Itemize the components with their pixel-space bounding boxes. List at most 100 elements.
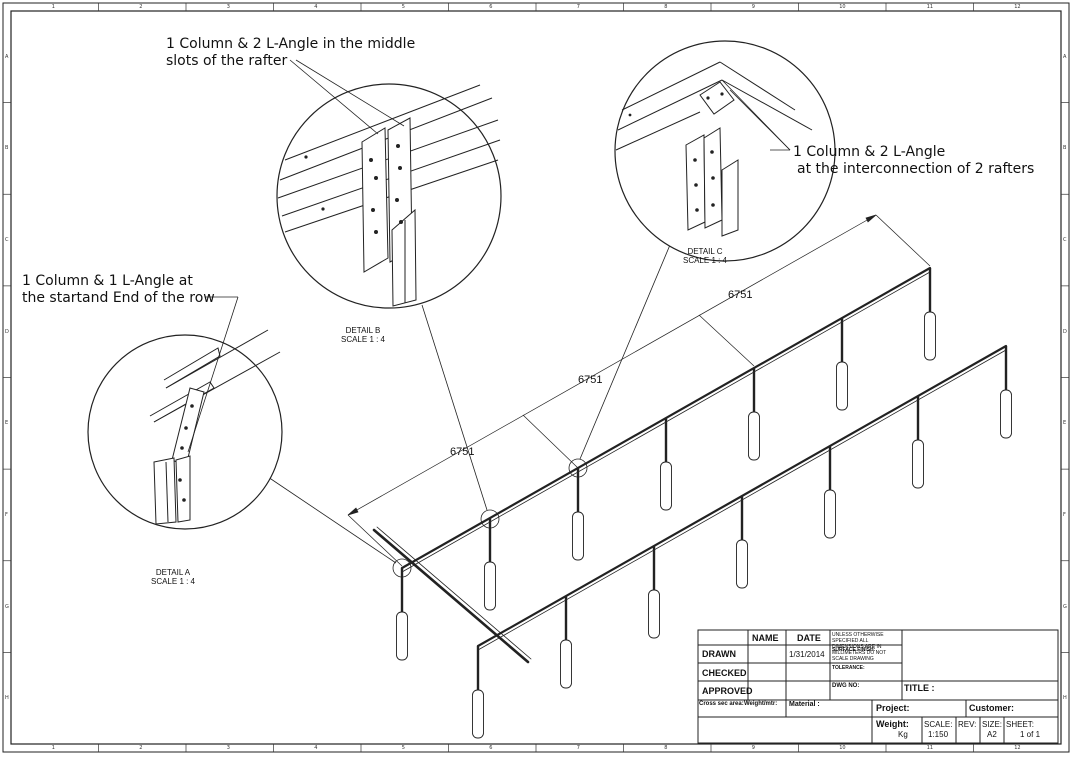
grid-col-label: 6 [489, 745, 493, 751]
grid-row-label: C [5, 237, 9, 244]
tb-surface-finish: SURFACE FINISH: [832, 647, 876, 653]
front-footing [912, 439, 924, 489]
grid-row-label: A [5, 53, 9, 60]
leader-note-middle-2 [295, 59, 405, 127]
tb-scale-label: SCALE: [924, 720, 953, 729]
grid-col-label: 2 [139, 4, 143, 10]
grid-col-label: 4 [314, 745, 318, 751]
rafter1-bottom [615, 111, 701, 151]
purlin-top [163, 347, 221, 389]
rafter1-top [621, 61, 721, 111]
detail-b-name: DETAIL B [345, 326, 381, 335]
detail-c-marker [568, 458, 588, 478]
note-leaders [187, 59, 791, 453]
tb-name-header: NAME [752, 633, 779, 643]
detail-b-caption: DETAIL B SCALE 1 : 4 [330, 326, 396, 344]
detail-c-caption: DETAIL C SCALE 1 : 4 [672, 247, 738, 265]
tb-cross-sec: Cross sec area: [699, 701, 744, 707]
dimension-3: 6751 [728, 289, 753, 301]
grid-row-label: E [1063, 420, 1067, 427]
dim-ext-1 [347, 514, 403, 567]
leader-a [267, 476, 397, 564]
leader-b [421, 304, 488, 511]
tb-tolerance: TOLERANCE: [832, 665, 865, 671]
note-middle-line1: 1 Column & 2 L-Angle in the middle [166, 36, 416, 52]
grid-row-label: B [5, 145, 9, 152]
grid-row-label: C [1063, 237, 1067, 244]
tb-sheet-value: 1 of 1 [1020, 730, 1041, 739]
tb-weight-mtr: Weight/mtr: [744, 701, 778, 707]
cross-beam-edge [376, 526, 532, 660]
rafter-top-edge-2 [279, 97, 493, 181]
grid-col-label: 5 [401, 745, 405, 751]
front-footing [560, 639, 572, 689]
columns-back [396, 268, 936, 661]
detail-b-scale: SCALE 1 : 4 [340, 335, 386, 344]
dim-ext-3 [698, 314, 755, 367]
back-footing [924, 311, 936, 361]
grid-col-label: 1 [51, 745, 55, 751]
leader-note-middle-1 [289, 59, 379, 135]
dim-ext-4 [875, 214, 931, 267]
note-start-line1: 1 Column & 1 L-Angle at [22, 273, 193, 289]
l-angle-c1 [685, 134, 706, 231]
grid-col-label: 8 [664, 4, 668, 10]
tb-weight: Weight: [876, 719, 909, 729]
back-footing [396, 611, 408, 661]
tb-approved: APPROVED [702, 686, 753, 696]
dim-arrow-1 [347, 507, 359, 516]
detail-c-circle [614, 40, 836, 262]
note-start-line2: the startand End of the row [22, 290, 215, 306]
tb-size-label: SIZE: [982, 720, 1003, 729]
title-block-grid [697, 629, 1059, 744]
tb-checked: CHECKED [702, 668, 747, 678]
note-inter-line1: 1 Column & 2 L-Angle [793, 144, 946, 160]
grid-row-label: B [1063, 145, 1067, 152]
grid-row-label: F [1063, 511, 1066, 518]
rafter1-mid [617, 79, 723, 131]
tb-kg: Kg [898, 730, 908, 739]
note-middle-line2: slots of the rafter [166, 53, 288, 69]
bolt-holes-a [178, 404, 194, 502]
note-middle-slots: 1 Column & 2 L-Angle in the middle slots… [166, 36, 415, 70]
back-footing [660, 461, 672, 511]
column-a-edge [165, 461, 169, 523]
tb-unless-note: UNLESS OTHERWISE SPECIFIED ALL DIMENSION… [832, 632, 887, 662]
grid-col-label: 3 [226, 745, 230, 751]
tb-dwg-no: DWG NO: [832, 683, 860, 689]
tb-material: Material : [789, 701, 820, 708]
front-footing [648, 589, 660, 639]
detail-a-view [87, 329, 283, 530]
grid-row-label: E [5, 420, 9, 427]
note-interconnection: 1 Column & 2 L-Angle at the interconnect… [793, 144, 1034, 178]
grid-col-label: 10 [839, 4, 846, 10]
tb-drawn: DRAWN [702, 649, 736, 659]
purlin-mid-web [153, 351, 281, 423]
grid-col-label: 12 [1014, 745, 1021, 751]
column-a-side [175, 455, 191, 523]
front-footing [1000, 389, 1012, 439]
tb-drawn-date: 1/31/2014 [789, 650, 825, 659]
dim-arrow-4 [865, 214, 877, 223]
bolt-holes-c [628, 92, 724, 212]
structure-iso [372, 266, 1008, 664]
rafter2-top [719, 61, 796, 111]
dim-ext-2 [522, 414, 579, 469]
back-footing [748, 411, 760, 461]
grid-col-label: 7 [576, 4, 580, 10]
tb-title: TITLE : [904, 683, 935, 693]
grid-col-label: 4 [314, 4, 318, 10]
grid-col-label: 8 [664, 745, 668, 751]
grid-col-label: 6 [489, 4, 493, 10]
grid-col-label: 3 [226, 4, 230, 10]
front-footing [472, 689, 484, 739]
grid-row-label: G [1063, 603, 1067, 610]
grid-col-label: 9 [751, 745, 755, 751]
grid-col-label: 5 [401, 4, 405, 10]
columns-front [472, 346, 1012, 739]
detail-b-marker [480, 509, 500, 529]
grid-row-label: G [5, 603, 9, 610]
l-angle-left [361, 127, 389, 273]
tb-rev: REV: [958, 720, 977, 729]
grid-col-label: 11 [926, 4, 934, 10]
